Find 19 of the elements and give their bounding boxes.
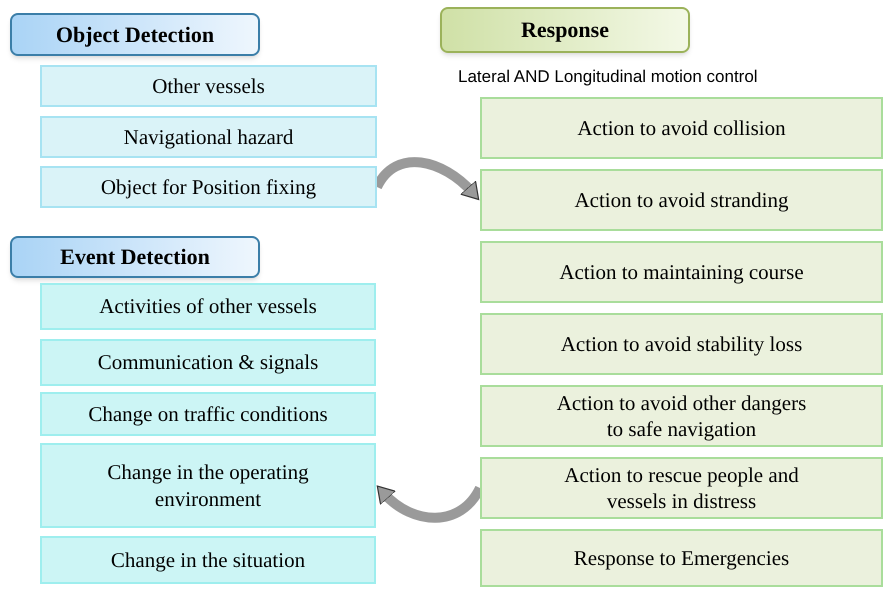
header-tab: Response (440, 7, 690, 53)
subtitle-label: Lateral AND Longitudinal motion control (458, 66, 758, 88)
item-box: Activities of other vessels (40, 283, 376, 330)
action-box: Action to avoid stability loss (480, 313, 883, 375)
item-box: Object for Position fixing (40, 166, 377, 208)
item-box: Change on traffic conditions (40, 392, 376, 436)
item-box: Communication & signals (40, 339, 376, 386)
item-box: Other vessels (40, 65, 377, 107)
header-tab: Event Detection (10, 236, 260, 278)
action-box: Action to avoid collision (480, 97, 883, 159)
action-box: Action to rescue people and vessels in distress (480, 457, 883, 519)
action-box: Action to maintaining course (480, 241, 883, 303)
action-box: Action to avoid stranding (480, 169, 883, 231)
header-tab: Object Detection (10, 13, 260, 56)
action-box: Response to Emergencies (480, 529, 883, 587)
action-box: Action to avoid other dangers to safe navigation (480, 385, 883, 447)
item-box: Change in the operating environment (40, 443, 376, 528)
item-box: Change in the situation (40, 536, 376, 584)
item-box: Navigational hazard (40, 116, 377, 158)
